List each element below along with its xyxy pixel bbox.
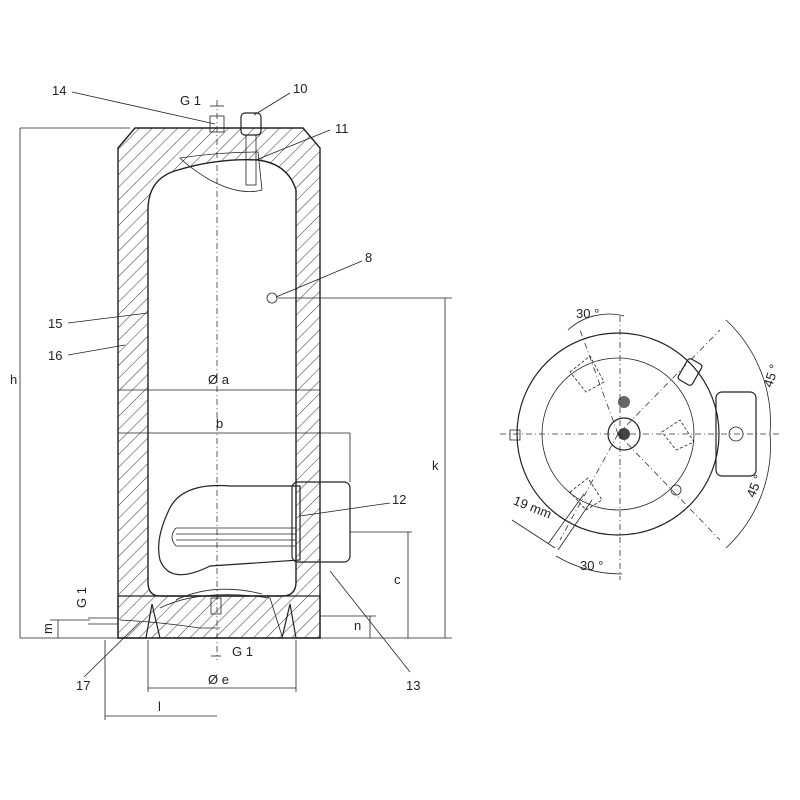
heating-element-body: [158, 484, 301, 576]
callout-15: 15: [48, 316, 62, 331]
plan-pad-bottom: [569, 477, 603, 511]
plan-side-connection: [677, 358, 703, 386]
plan-angle-bottom: 30 °: [580, 558, 603, 573]
tank-base: [117, 595, 321, 639]
callout-13: 13: [406, 678, 420, 693]
side-elevation: [88, 100, 351, 660]
callout-17: 17: [76, 678, 90, 693]
plan-port-small: [670, 484, 682, 496]
dim-b-label: b: [216, 416, 223, 431]
callout-11: 11: [335, 121, 349, 136]
plan-angle-right-top: 45 °: [760, 362, 781, 389]
dim-h-label: h: [10, 372, 17, 387]
dim-m-label: m: [40, 623, 55, 634]
dim-g1-top-label: G 1: [180, 93, 201, 108]
heating-flange: [291, 481, 351, 563]
callout-8: 8: [365, 250, 372, 265]
callout-16: 16: [48, 348, 62, 363]
dim-k-label: k: [432, 458, 439, 473]
callout-10: 10: [293, 81, 307, 96]
plan-thermostat-port: [618, 396, 630, 408]
callout-12: 12: [392, 492, 406, 507]
side-outlet-pipe: [88, 617, 220, 629]
support-feet: [159, 588, 283, 637]
tank-dome: [179, 151, 263, 193]
dim-l-label: l: [158, 699, 161, 714]
plan-outlet: [509, 429, 521, 441]
dim-a-label: Ø a: [208, 372, 230, 387]
plan-angle-top: 30 °: [576, 306, 599, 321]
plan-view: 30 ° 45 ° 45 ° 30 ° 19 mm: [500, 306, 782, 580]
plan-width-19mm: 19 mm: [511, 493, 553, 522]
dim-g1-bottom-label: G 1: [232, 644, 253, 659]
port-8: [266, 292, 278, 304]
callout-14: 14: [52, 83, 66, 98]
plan-pad-right: [661, 419, 695, 451]
side-dimensions: h Ø a b k c n m G 1 G 1 G 1: [10, 93, 452, 720]
callouts: 14 10 11 8 15 16 12 13 17: [48, 81, 420, 693]
plan-pad-top: [569, 355, 605, 393]
dim-e-label: Ø e: [208, 672, 229, 687]
dim-n-label: n: [354, 618, 361, 633]
dim-g1-side-label: G 1: [74, 587, 89, 608]
heating-coil: [171, 527, 296, 547]
bottom-drain: [210, 597, 222, 615]
dim-c-label: c: [394, 572, 401, 587]
